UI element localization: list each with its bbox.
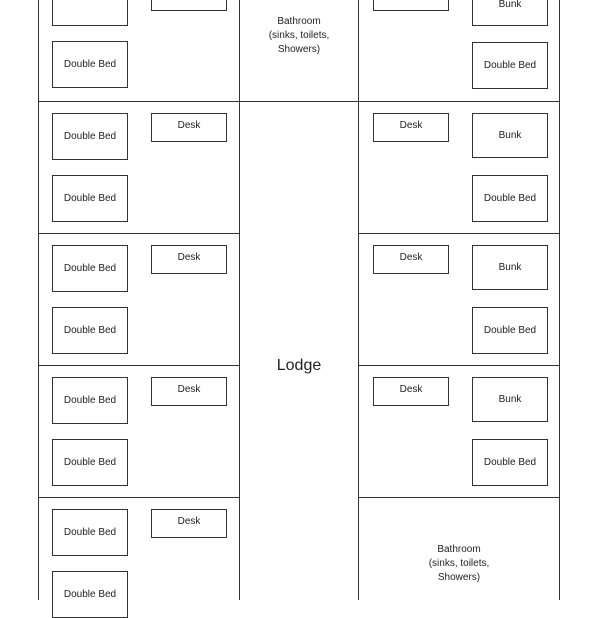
double-bed: Double Bed <box>52 509 128 556</box>
desk: Desk <box>373 113 449 142</box>
bathroom-label-line: Bathroom <box>437 544 481 555</box>
bunk: Bunk <box>472 377 548 422</box>
bathroom-label-top: Bathroom (sinks, toilets, Showers) <box>249 15 349 57</box>
right-column-divider <box>358 0 359 600</box>
desk: Desk <box>151 113 227 142</box>
bathroom-label-line: (sinks, toilets, <box>428 558 490 569</box>
bathroom-label-line: Showers) <box>277 44 321 55</box>
double-bed: Double Bed <box>52 175 128 222</box>
left-column-divider <box>239 0 240 600</box>
left-room-divider <box>38 497 240 498</box>
right-wall <box>559 0 560 600</box>
desk: Desk <box>151 509 227 538</box>
desk: Desk <box>373 0 449 11</box>
right-room-divider <box>358 365 560 366</box>
left-wall <box>38 0 39 600</box>
double-bed: Double Bed <box>52 439 128 486</box>
bathroom-divider <box>239 101 359 102</box>
left-room-divider <box>38 233 240 234</box>
bunk: Bunk <box>472 0 548 26</box>
right-room-divider <box>358 497 560 498</box>
desk: Desk <box>151 0 227 11</box>
desk: Desk <box>373 245 449 274</box>
bathroom-label-line: Showers) <box>437 572 481 583</box>
double-bed: Double Bed <box>52 307 128 354</box>
right-room-divider <box>358 233 560 234</box>
double-bed: Double Bed <box>472 175 548 222</box>
bunk: Bunk <box>472 113 548 158</box>
double-bed: Double Bed <box>472 439 548 486</box>
double-bed: Double Bed <box>472 42 548 89</box>
double-bed: Double Bed <box>52 245 128 292</box>
lodge-label: Lodge <box>276 357 322 374</box>
bathroom-label-bottom: Bathroom (sinks, toilets, Showers) <box>409 543 509 585</box>
bathroom-label-line: Bathroom <box>277 16 321 27</box>
desk: Desk <box>373 377 449 406</box>
double-bed: Double Bed <box>52 0 128 26</box>
desk: Desk <box>151 377 227 406</box>
bunk: Bunk <box>472 245 548 290</box>
bathroom-label-line: (sinks, toilets, <box>268 30 330 41</box>
double-bed: Double Bed <box>52 41 128 88</box>
double-bed: Double Bed <box>52 113 128 160</box>
left-room-divider <box>38 101 240 102</box>
desk: Desk <box>151 245 227 274</box>
double-bed: Double Bed <box>52 571 128 618</box>
double-bed: Double Bed <box>52 377 128 424</box>
right-room-divider <box>358 101 560 102</box>
double-bed: Double Bed <box>472 307 548 354</box>
left-room-divider <box>38 365 240 366</box>
